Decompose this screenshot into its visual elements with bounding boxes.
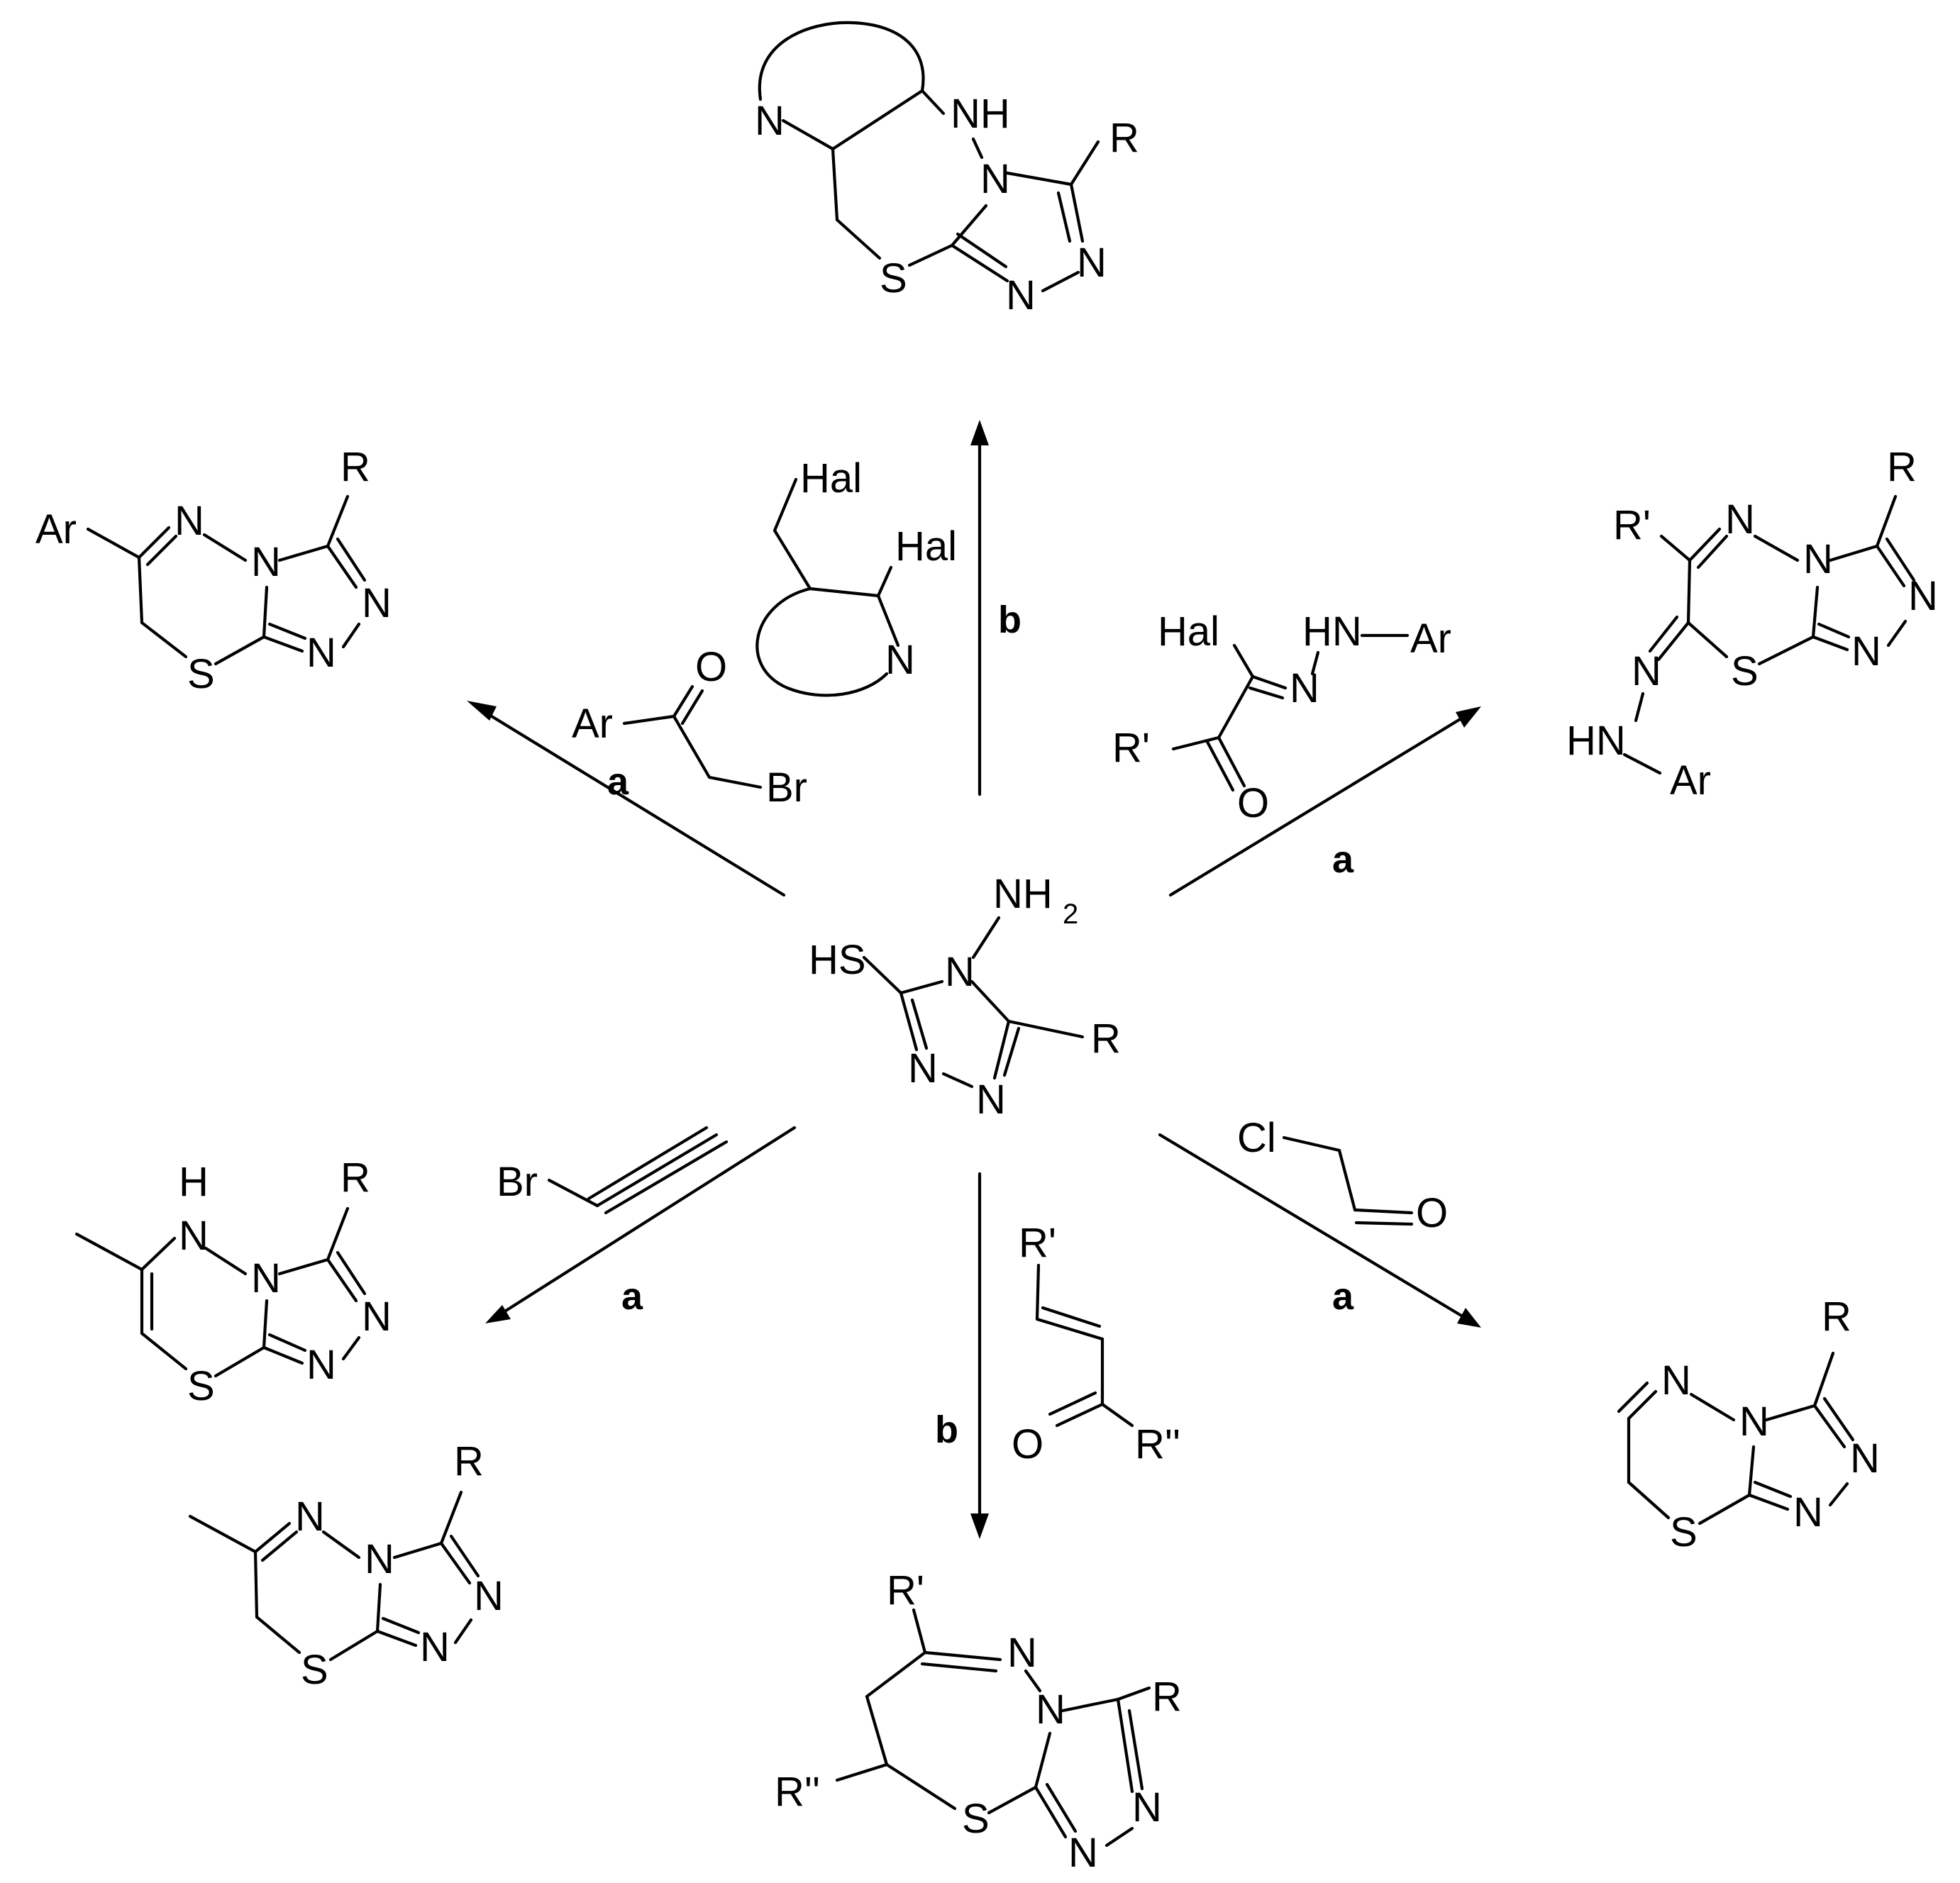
atom-label: O xyxy=(1416,1190,1448,1236)
atom-label: N xyxy=(755,98,785,144)
atom-label: N xyxy=(945,949,975,995)
atom-label: Ar xyxy=(1410,616,1451,662)
atom-label: N xyxy=(179,1213,209,1259)
product-lower-left-nh: H R N N N N S xyxy=(74,1155,392,1409)
product-top: N NH R N S N N xyxy=(755,21,1139,318)
atom-label: S xyxy=(880,255,907,301)
atom-label: Cl xyxy=(1237,1115,1276,1161)
reagent-hydrazonoyl-halide: Hal HN Ar N R' O xyxy=(1112,609,1451,826)
atom-label: N xyxy=(1793,1489,1823,1535)
atom-label: Br xyxy=(766,765,807,811)
atom-label: Ar xyxy=(35,506,77,552)
reagent-enone: R' O R'' xyxy=(1012,1220,1180,1467)
condition-label-a-upper-right: a xyxy=(1332,838,1354,881)
atom-label: HN xyxy=(1302,609,1362,655)
atom-label: R' xyxy=(1613,502,1651,548)
atom-label: N xyxy=(295,1494,325,1540)
atom-label: N xyxy=(1132,1784,1162,1831)
atom-label: N xyxy=(306,1342,336,1388)
reagent-dihalide: Hal Hal N xyxy=(755,455,957,697)
atom-label: R xyxy=(1822,1294,1851,1340)
starting-material: HS NH 2 N R N N xyxy=(809,871,1121,1123)
atom-label: S xyxy=(1670,1509,1698,1555)
atom-label: NH xyxy=(993,871,1053,917)
product-upper-right: R R' N N N N S N HN Ar xyxy=(1566,444,1938,804)
atom-label: N xyxy=(1632,648,1661,694)
atom-label: S xyxy=(1731,648,1759,694)
atom-label: R' xyxy=(1019,1220,1056,1266)
atom-label: N xyxy=(1290,665,1319,711)
condition-label-a-lower-right: a xyxy=(1332,1275,1354,1318)
atom-label: O xyxy=(695,644,727,690)
atom-label: N xyxy=(885,637,915,683)
atom-label: N xyxy=(1007,1630,1037,1676)
condition-label-a-lower-left: a xyxy=(621,1275,643,1318)
atom-label: Ar xyxy=(572,701,613,747)
atom-label: S xyxy=(962,1796,990,1842)
atom-label: N xyxy=(306,630,336,676)
atom-label: R'' xyxy=(1135,1421,1180,1467)
atom-label: N xyxy=(1851,628,1881,674)
atom-label: R xyxy=(454,1438,484,1484)
atom-label: N xyxy=(1803,536,1833,582)
atom-label: N xyxy=(251,1255,281,1301)
reagent-chloroacetaldehyde: Cl O xyxy=(1237,1115,1448,1236)
atom-label: R xyxy=(340,444,370,490)
atom-label: R' xyxy=(1112,725,1150,771)
atom-label: N xyxy=(1036,1687,1065,1733)
arrows xyxy=(467,420,1481,1539)
atom-label: N xyxy=(1661,1357,1691,1404)
atom-label: N xyxy=(1077,240,1107,286)
atom-label: R xyxy=(1152,1674,1182,1720)
atom-label: R' xyxy=(887,1567,924,1613)
atom-label: Hal xyxy=(800,455,862,501)
atom-label: N xyxy=(420,1624,450,1670)
atom-label: N xyxy=(251,539,281,585)
product-lower-right: R N N N N S xyxy=(1617,1294,1880,1555)
atom-label: R'' xyxy=(775,1769,820,1815)
atom-label: R xyxy=(1091,1016,1121,1062)
atom-label: R xyxy=(1109,115,1139,161)
atom-label: N xyxy=(1006,272,1036,318)
atom-label: Hal xyxy=(1158,609,1219,655)
product-bottom: R' N N R R'' S N N xyxy=(775,1567,1182,1876)
atom-label: N xyxy=(1739,1399,1769,1445)
atom-label: N xyxy=(1725,496,1755,543)
atom-label: S xyxy=(301,1647,328,1693)
condition-label-b-bottom: b xyxy=(935,1409,958,1451)
reagent-propargyl-bromide: Br xyxy=(497,1126,729,1215)
atom-label: N xyxy=(1068,1830,1098,1876)
atom-label: H xyxy=(179,1159,209,1205)
atom-label: N xyxy=(175,498,204,544)
atom-label: N xyxy=(362,580,392,626)
atom-label: S xyxy=(187,1363,215,1409)
atom-label: NH xyxy=(951,91,1010,137)
atom-label: N xyxy=(474,1573,504,1619)
atom-label: N xyxy=(976,1077,1006,1123)
product-lower-left-methyl: R N N N N S xyxy=(188,1438,504,1693)
atom-label: S xyxy=(187,651,215,697)
condition-label-b-top: b xyxy=(998,599,1021,641)
product-upper-left: R Ar N N N N S xyxy=(35,444,392,697)
atom-label: R xyxy=(1887,444,1917,490)
atom-label: N xyxy=(1850,1435,1880,1482)
atom-label: N xyxy=(362,1294,392,1340)
atom-label: Br xyxy=(497,1159,538,1205)
atom-label: N xyxy=(980,156,1010,202)
atom-label: Ar xyxy=(1670,757,1711,804)
atom-label: O xyxy=(1237,780,1269,826)
atom-label: 2 xyxy=(1063,899,1078,930)
atom-label: O xyxy=(1012,1421,1043,1467)
reagent-phenacyl-bromide: Ar O Br xyxy=(572,644,807,811)
condition-label-a-upper-left: a xyxy=(607,760,629,803)
atom-label: R xyxy=(340,1155,370,1201)
atom-label: HS xyxy=(809,937,866,983)
atom-label: Hal xyxy=(895,523,957,570)
atom-label: HN xyxy=(1566,718,1626,764)
atom-label: N xyxy=(365,1536,394,1582)
atom-label: N xyxy=(908,1045,938,1092)
